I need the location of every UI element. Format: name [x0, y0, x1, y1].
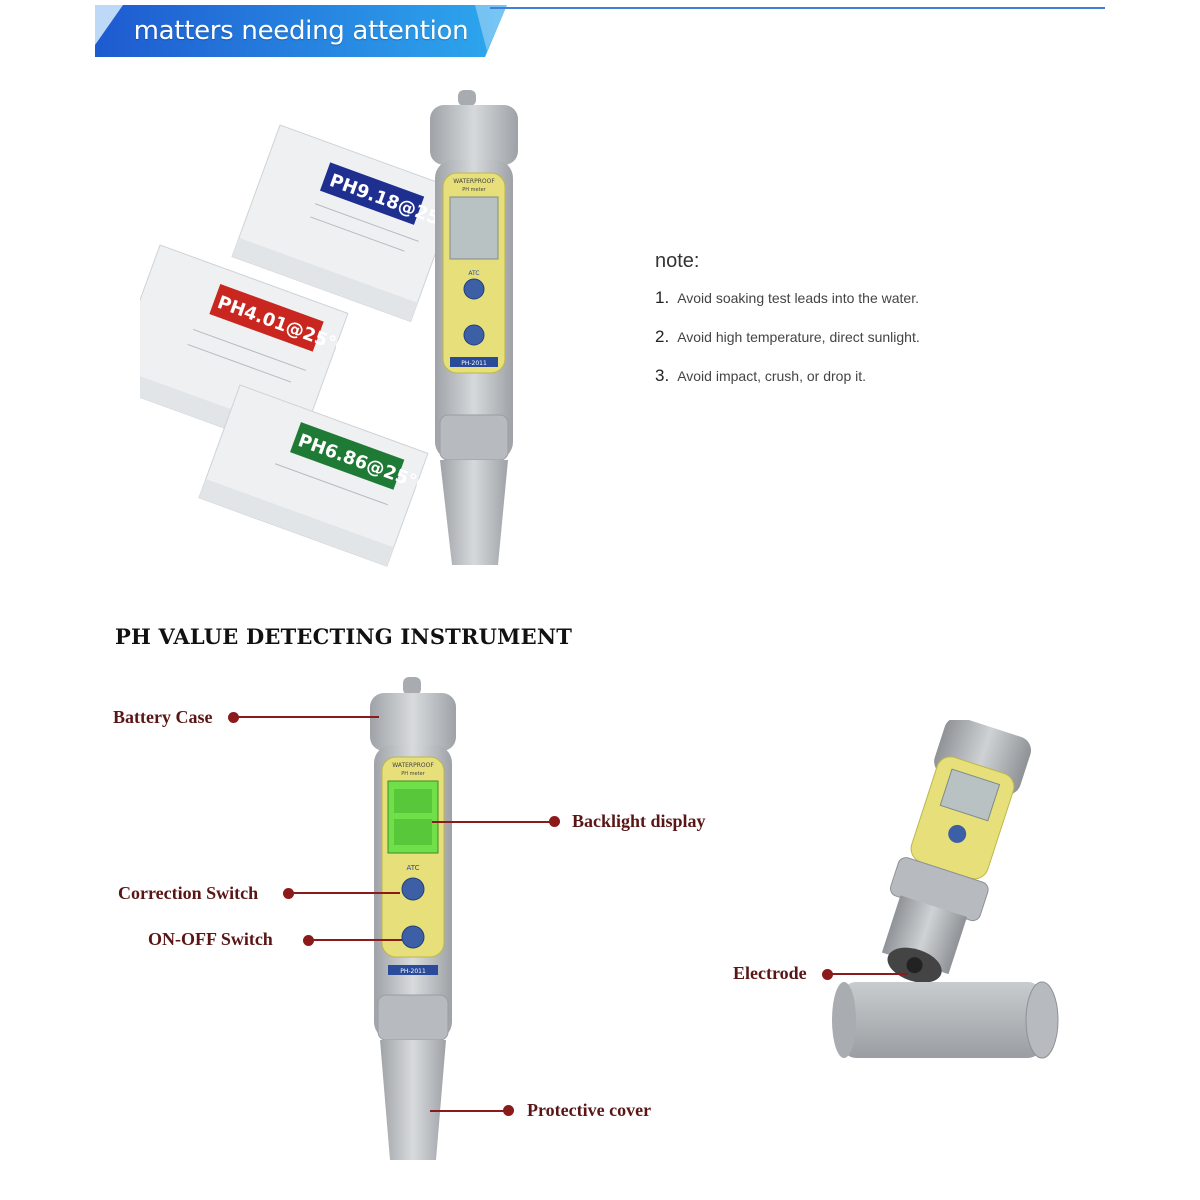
meter-top-sub: PH meter	[462, 187, 486, 193]
meter-top-model: PH-2011	[461, 360, 487, 367]
callout-dot	[503, 1105, 514, 1116]
callout-dot	[303, 935, 314, 946]
labeled-meter-illustration: WATERPROOF PH meter ATC PH-2011	[370, 677, 456, 1160]
callout-line	[828, 973, 908, 975]
meter-atc: ATC	[407, 864, 420, 872]
meter-with-cover-removed-illustration	[832, 720, 1059, 1059]
callout-on-off-switch: ON-OFF Switch	[148, 929, 273, 949]
protective-cap	[842, 982, 1042, 1058]
callout-dot	[283, 888, 294, 899]
banner-title: matters needing attention	[133, 16, 469, 46]
meter-sub: PH meter	[401, 771, 425, 777]
callout-line	[430, 1110, 505, 1112]
correction-switch-button[interactable]	[401, 877, 425, 901]
callout-dot	[228, 712, 239, 723]
callout-correction-switch: Correction Switch	[118, 883, 259, 903]
note-item-number: 3.	[655, 366, 670, 385]
sachets-and-meter-illustration: PH9.18@25 PH4.01@25°C PH6.86@25°C WATERP…	[140, 90, 518, 567]
meter-model: PH-2011	[400, 968, 426, 975]
callout-line	[289, 892, 400, 894]
note-title: note:	[655, 250, 700, 272]
callout-backlight-display: Backlight display	[572, 811, 706, 831]
pen-meter-top: WATERPROOF PH meter ATC PH-2011	[430, 90, 518, 565]
on-off-switch-button[interactable]	[401, 925, 425, 949]
callout-electrode: Electrode	[733, 963, 807, 983]
sachet-green: PH6.86@25°C	[198, 384, 432, 567]
callout-line	[234, 716, 379, 718]
sachet-blue: PH9.18@25	[231, 124, 460, 323]
meter-top-header: WATERPROOF	[453, 178, 495, 185]
note-item: 3. Avoid impact, crush, or drop it.	[655, 366, 866, 386]
note-item-number: 2.	[655, 327, 670, 346]
callout-line	[309, 939, 402, 941]
meter-top-atc: ATC	[468, 270, 479, 277]
meter-header: WATERPROOF	[392, 762, 434, 769]
callout-dot	[549, 816, 560, 827]
note-item-text: Avoid high temperature, direct sunlight.	[677, 329, 920, 345]
banner: matters needing attention	[95, 5, 1105, 65]
banner-shape	[95, 5, 1105, 57]
note-item-text: Avoid soaking test leads into the water.	[677, 290, 919, 306]
callout-dot	[822, 969, 833, 980]
callout-line	[432, 821, 552, 823]
note-item: 1. Avoid soaking test leads into the wate…	[655, 288, 919, 308]
callout-protective-cover: Protective cover	[527, 1100, 652, 1120]
note-item: 2. Avoid high temperature, direct sunligh…	[655, 327, 920, 347]
note-item-text: Avoid impact, crush, or drop it.	[677, 368, 867, 384]
section-title: PH VALUE DETECTING INSTRUMENT	[115, 624, 573, 649]
note-item-number: 1.	[655, 288, 670, 307]
callout-battery-case: Battery Case	[113, 707, 213, 727]
